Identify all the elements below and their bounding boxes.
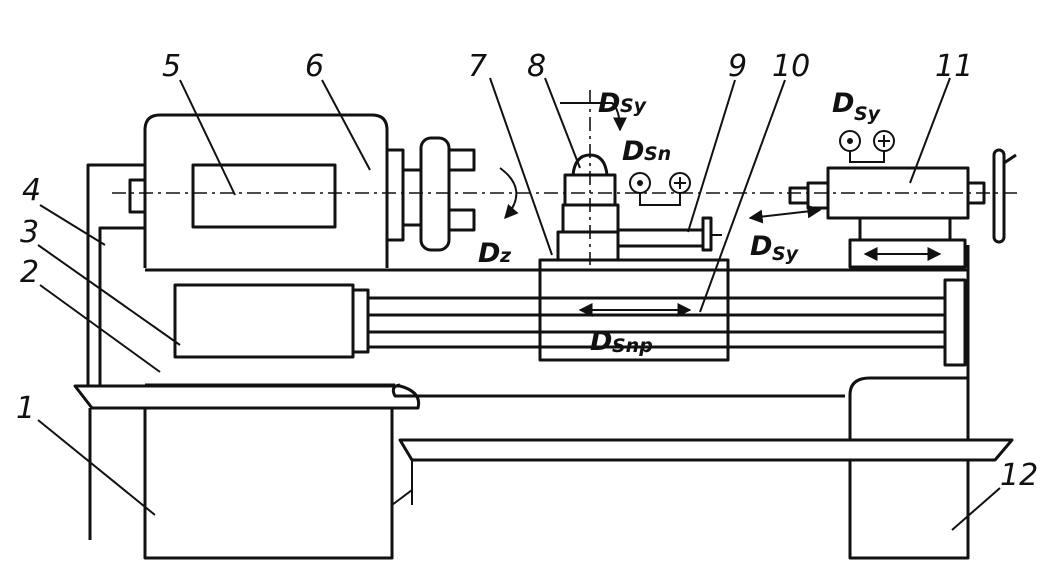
- headstock: [128, 113, 476, 268]
- motion-dsnp-main: D: [590, 326, 612, 357]
- apron: [538, 258, 730, 362]
- callout-10: 10: [772, 49, 810, 84]
- motion-arrows: [499, 102, 942, 317]
- callout-1: 1: [16, 391, 35, 426]
- callout-6: 6: [305, 49, 324, 84]
- motion-label-dsy-top: D Sy: [598, 88, 648, 119]
- motion-dsy-tail-main: D: [832, 88, 854, 119]
- motion-dsn-main: D: [622, 136, 644, 167]
- callout-11: 11: [935, 49, 973, 84]
- callout-leaders: [37, 77, 1001, 531]
- callout-2: 2: [20, 255, 39, 290]
- motion-dsy-carriage-sub: Sy: [772, 243, 800, 265]
- motion-label-dsnp: D Snp: [590, 326, 653, 357]
- callout-7: 7: [468, 49, 487, 84]
- tool-post: [556, 153, 722, 262]
- motion-label-dsn: D Sn: [622, 136, 671, 167]
- feed-gearbox: [173, 283, 370, 359]
- callout-4: 4: [22, 173, 41, 208]
- motion-dsy-tail-sub: Sy: [854, 103, 882, 125]
- motion-label-dz: D z: [478, 238, 512, 269]
- motion-dsy-top-main: D: [598, 88, 620, 119]
- motion-label-dsy-carriage: D Sy: [750, 231, 800, 265]
- lathe-bed: [86, 163, 1014, 506]
- motion-dsn-sub: Sn: [644, 143, 671, 165]
- motion-dsy-top-sub: Sy: [620, 95, 648, 117]
- callout-12: 12: [1000, 458, 1038, 493]
- callout-8: 8: [527, 49, 546, 84]
- callout-9: 9: [728, 49, 747, 84]
- callout-5: 5: [162, 49, 181, 84]
- motion-dz-main: D: [478, 238, 500, 269]
- motion-dsnp-sub: Snp: [612, 335, 653, 357]
- motion-dz-sub: z: [499, 245, 512, 267]
- tailstock: [788, 130, 1017, 269]
- motion-dsy-carriage-main: D: [750, 231, 772, 262]
- callout-3: 3: [20, 215, 39, 250]
- base-cabinet: [73, 384, 421, 560]
- right-pedestal: [848, 458, 970, 560]
- feed-rods: [368, 278, 967, 367]
- motion-label-dsy-tail: D Sy: [832, 88, 882, 125]
